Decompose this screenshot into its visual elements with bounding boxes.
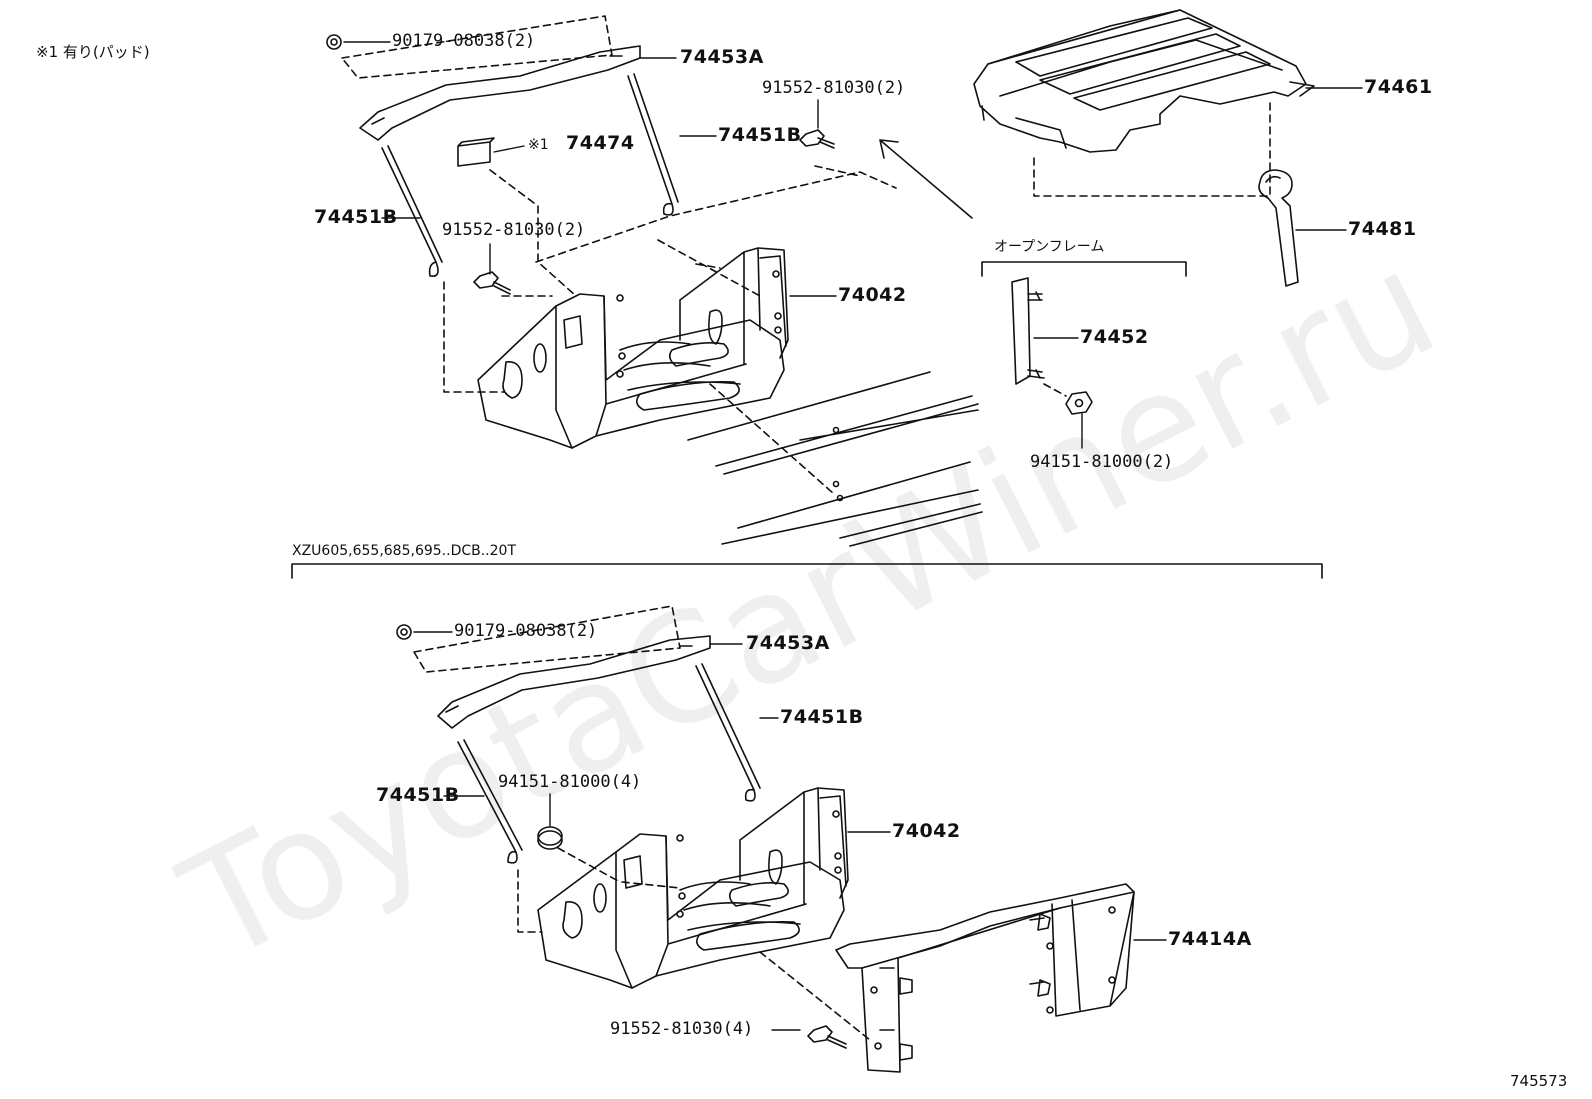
- direction-arrow: [879, 139, 973, 219]
- nut-94151-bottom: [537, 826, 563, 850]
- label-74481: 74481: [1348, 218, 1417, 240]
- bracket-74452: [1011, 277, 1045, 385]
- rod-74451B-right-bottom: [695, 663, 761, 802]
- clamp-guide-bottom: [413, 605, 681, 673]
- rod-74451B-right-top: [627, 73, 679, 216]
- carrier-74042-bottom: [537, 787, 849, 989]
- label-90179-top: 90179-08038(2): [392, 31, 536, 51]
- label-91552-upper: 91552-81030(2): [762, 78, 906, 98]
- label-91552-lower: 91552-81030(2): [442, 220, 586, 240]
- bolt-91552-bottom: [807, 1025, 847, 1049]
- variant-group-bracket: [291, 563, 1323, 579]
- rod-74451B-left-top: [381, 145, 443, 278]
- rod-74451B-left-bottom: [457, 739, 523, 864]
- label-74451B-bottom-left: 74451B: [376, 784, 460, 806]
- label-74453A-top: 74453A: [680, 46, 764, 68]
- leader-lines: [343, 41, 1363, 1031]
- clamp-74453A-top: [359, 45, 641, 141]
- label-74461: 74461: [1364, 76, 1433, 98]
- label-94151-bottom: 94151-81000(4): [498, 772, 642, 792]
- label-94151-top: 94151-81000(2): [1030, 452, 1174, 472]
- label-74451B-top-right: 74451B: [718, 124, 802, 146]
- bolt-91552-lower: [473, 271, 511, 295]
- label-open-frame: オープンフレーム: [994, 239, 1105, 255]
- nut-94151-top: [1065, 391, 1093, 415]
- strap-74481: [1258, 169, 1299, 287]
- bolt-91552-upper: [799, 129, 835, 149]
- vehicle-frame-rails: [687, 371, 983, 547]
- pad-74474: [457, 137, 495, 167]
- bracket-74414A: [835, 883, 1135, 1073]
- label-91552-bottom: 91552-81030(4): [610, 1019, 754, 1039]
- open-frame-bracket: [981, 261, 1187, 277]
- label-pad-note-marker: ※1: [528, 137, 549, 153]
- nut-90179-top: [326, 34, 342, 50]
- label-74042-bottom: 74042: [892, 820, 961, 842]
- clamp-guide-top: [341, 15, 613, 79]
- label-74414A: 74414A: [1168, 928, 1252, 950]
- label-74474: 74474: [566, 132, 635, 154]
- figure-id: 745573: [1510, 1072, 1568, 1090]
- label-74451B-top-left: 74451B: [314, 206, 398, 228]
- label-90179-bottom: 90179-08038(2): [454, 621, 598, 641]
- nut-90179-bottom: [396, 624, 412, 640]
- label-74452: 74452: [1080, 326, 1149, 348]
- pad-note: ※1 有り(パッド): [36, 43, 150, 61]
- label-74451B-bottom-right: 74451B: [780, 706, 864, 728]
- cover-74461: [973, 9, 1315, 153]
- label-74453A-bottom: 74453A: [746, 632, 830, 654]
- clamp-74453A-bottom: [437, 635, 711, 729]
- carrier-74042-top: [477, 247, 789, 449]
- label-variant: XZU605,655,685,695..DCB..20T: [292, 543, 516, 559]
- label-74042-top: 74042: [838, 284, 907, 306]
